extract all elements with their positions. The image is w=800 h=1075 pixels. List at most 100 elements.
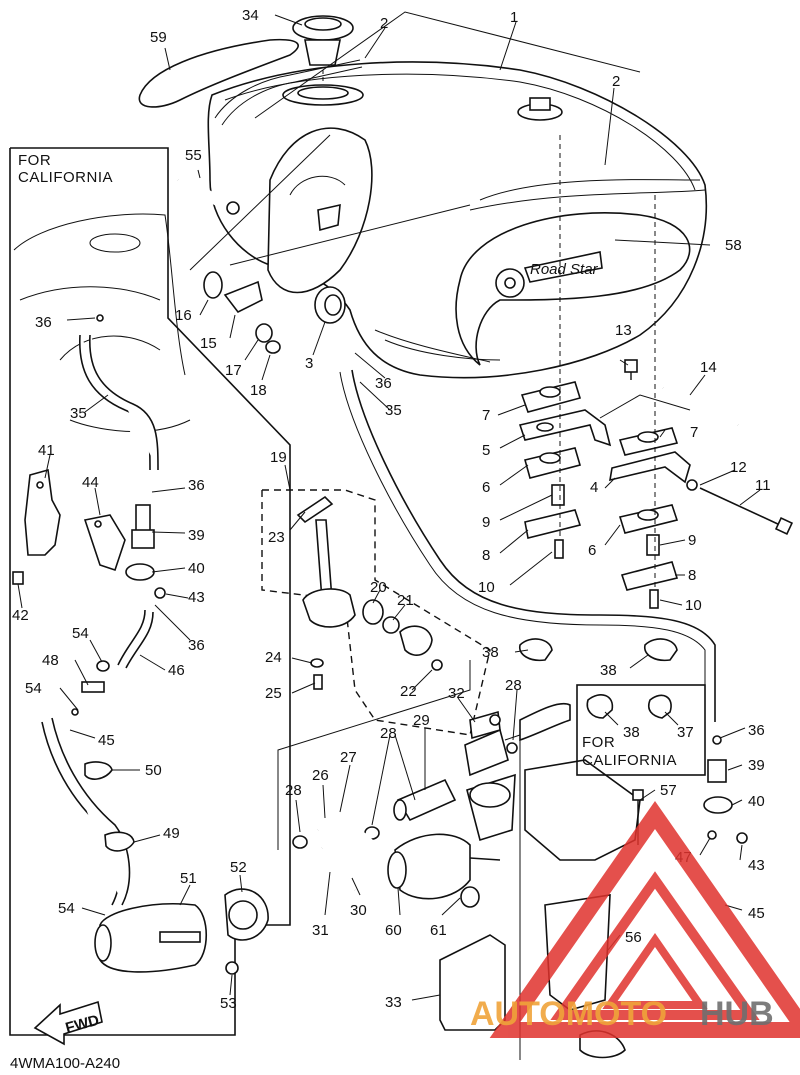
- callout-6a: 6: [482, 479, 490, 496]
- callout-labels: 1 2 2 3 4 5 6 6 7 7 8 8 9 9 10 10 11 12 …: [12, 7, 771, 1012]
- callout-28c: 28: [505, 677, 522, 694]
- callout-51: 51: [180, 870, 197, 887]
- callout-43b: 43: [748, 857, 765, 874]
- california-inset-title-1: FOR: [582, 734, 615, 751]
- callout-25: 25: [265, 685, 282, 702]
- callout-9a: 9: [482, 514, 490, 531]
- fuel-cock: [296, 495, 443, 690]
- california-inset-clips: [586, 694, 672, 719]
- callout-34: 34: [242, 7, 259, 24]
- callout-31: 31: [312, 922, 329, 939]
- callout-54b: 54: [25, 680, 42, 697]
- callout-29: 29: [413, 712, 430, 729]
- california-tank-ghost: [13, 213, 191, 433]
- callout-36d: 36: [188, 637, 205, 654]
- callout-17: 17: [225, 362, 242, 379]
- fwd-arrow: [33, 1000, 103, 1046]
- callout-54c: 54: [58, 900, 75, 917]
- callout-28a: 28: [285, 782, 302, 799]
- callout-6b: 6: [588, 542, 596, 559]
- callout-43a: 43: [188, 589, 205, 606]
- callout-38b: 38: [600, 662, 617, 679]
- watermark-text-1: AUTOMOTO: [470, 995, 667, 1033]
- callout-38a: 38: [482, 644, 499, 661]
- callout-44: 44: [82, 474, 99, 491]
- callout-39b: 39: [748, 757, 765, 774]
- callout-15: 15: [200, 335, 217, 352]
- callout-45a: 45: [98, 732, 115, 749]
- callout-5: 5: [482, 442, 490, 459]
- california-parts: [12, 314, 269, 975]
- callout-8b: 8: [688, 567, 696, 584]
- callout-3: 3: [305, 355, 313, 372]
- callout-50: 50: [145, 762, 162, 779]
- callout-27: 27: [340, 749, 357, 766]
- mount-stack-right: [599, 195, 691, 609]
- callout-28b: 28: [380, 725, 397, 742]
- callout-33: 33: [385, 994, 402, 1011]
- callout-40b: 40: [748, 793, 765, 810]
- bolt-11-washer-12: [686, 479, 794, 536]
- callout-10a: 10: [478, 579, 495, 596]
- callout-9b: 9: [688, 532, 696, 549]
- california-box-title-1: FOR: [18, 152, 51, 169]
- callout-49: 49: [163, 825, 180, 842]
- hose-35-main: [351, 369, 716, 722]
- california-box-title-2: CALIFORNIA: [18, 169, 113, 186]
- callout-60: 60: [385, 922, 402, 939]
- callout-46: 46: [168, 662, 185, 679]
- callout-16: 16: [175, 307, 192, 324]
- callout-35a: 35: [70, 405, 87, 422]
- callout-52: 52: [230, 859, 247, 876]
- callout-20: 20: [370, 579, 387, 596]
- fuel-tank: Road Star: [207, 15, 708, 379]
- diagram-code: 4WMA100-A240: [10, 1055, 120, 1072]
- callout-53: 53: [220, 995, 237, 1012]
- callout-21: 21: [397, 592, 414, 609]
- fuel-cap-3: [314, 286, 346, 324]
- bolt-13: [624, 359, 638, 380]
- callout-37: 37: [677, 724, 694, 741]
- california-section-border: [9, 147, 291, 1036]
- callout-8a: 8: [482, 547, 490, 564]
- callout-18: 18: [250, 382, 267, 399]
- callout-32: 32: [448, 685, 465, 702]
- callout-38c: 38: [623, 724, 640, 741]
- callout-39a: 39: [188, 527, 205, 544]
- callout-11: 11: [755, 477, 771, 494]
- callout-45b: 45: [748, 905, 765, 922]
- callout-4: 4: [590, 479, 598, 496]
- callout-13: 13: [615, 322, 632, 339]
- leader-lines: [17, 14, 761, 1001]
- callout-36e: 36: [748, 722, 765, 739]
- callout-55: 55: [185, 147, 202, 164]
- callout-24: 24: [265, 649, 282, 666]
- callout-61: 61: [430, 922, 447, 939]
- callout-48: 48: [42, 652, 59, 669]
- watermark-text-2: HUB: [700, 995, 774, 1033]
- watermark-logo: [489, 801, 800, 1038]
- callout-42: 42: [12, 607, 29, 624]
- callout-26: 26: [312, 767, 329, 784]
- callout-7a: 7: [482, 407, 490, 424]
- callout-58: 58: [725, 237, 742, 254]
- callout-23: 23: [268, 529, 285, 546]
- tank-pad: [138, 38, 299, 108]
- callout-36a: 36: [35, 314, 52, 331]
- callout-2a: 2: [380, 15, 388, 32]
- hose-55: [175, 175, 240, 215]
- california-inset-title-2: CALIFORNIA: [582, 752, 677, 769]
- california-inset-box: [576, 684, 706, 776]
- callout-41: 41: [38, 442, 55, 459]
- callout-59: 59: [150, 29, 167, 46]
- roadstar-emblem-text: Road Star: [530, 261, 599, 278]
- callout-14: 14: [700, 359, 717, 376]
- callout-36b: 36: [375, 375, 392, 392]
- callout-30: 30: [350, 902, 367, 919]
- callout-54a: 54: [72, 625, 89, 642]
- fuel-filter-area: [292, 702, 571, 908]
- trim-strip-left: [214, 59, 361, 119]
- callout-36c: 36: [188, 477, 205, 494]
- callout-19: 19: [270, 449, 287, 466]
